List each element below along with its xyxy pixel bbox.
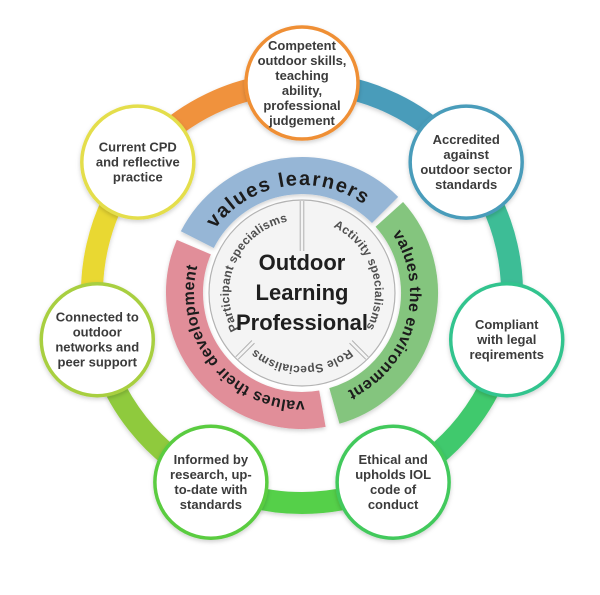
divider-line	[349, 342, 367, 360]
node-label-line: research, up-	[170, 467, 252, 482]
node-circle-connected-networks	[39, 281, 156, 398]
node-label-line: standards	[180, 497, 242, 512]
node-circle-competent-skills	[244, 25, 360, 141]
node-label-line: conduct	[368, 497, 419, 512]
node-label-line: Accredited	[433, 132, 500, 147]
ring-segment-0	[180, 157, 399, 249]
node-circle-compliant-legal	[448, 281, 565, 398]
node-label-line: outdoor sector	[420, 162, 512, 177]
node-label-line: outdoor skills,	[258, 53, 347, 68]
divider-line	[237, 342, 255, 360]
ring-segment-1	[328, 202, 438, 424]
node-label-line: networks and	[55, 340, 139, 355]
node-label-line: teaching	[275, 68, 329, 83]
inner-circle	[208, 199, 396, 387]
node-label-line: and reflective	[96, 155, 180, 170]
node-circle-accredited-standards	[408, 104, 524, 220]
node-circle-informed-by-research	[153, 424, 269, 540]
node-label-line: Current CPD	[99, 140, 177, 155]
divider-line	[235, 340, 253, 358]
center-title-line: Outdoor	[259, 250, 346, 275]
node-label-line: Connected to	[56, 310, 139, 325]
node-label-line: reqirements	[470, 347, 544, 362]
node-circle-ethical-iol-conduct	[335, 424, 451, 540]
node-label-line: peer support	[58, 355, 138, 370]
node-label-line: Ethical and	[358, 452, 427, 467]
node-label-line: Compliant	[475, 317, 539, 332]
node-label-line: outdoor	[73, 325, 122, 340]
node-label-line: to-date with	[174, 482, 247, 497]
node-label-line: practice	[113, 170, 163, 185]
node-label-line: code of	[370, 482, 417, 497]
node-label-line: with legal	[476, 332, 536, 347]
center-title-line: Learning	[256, 280, 349, 305]
ring-segment-2	[166, 239, 326, 429]
node-label-line: upholds IOL	[355, 467, 431, 482]
node-label-line: Competent	[268, 38, 337, 53]
node-label-line: Informed by	[174, 452, 249, 467]
node-label-line: ability,	[282, 83, 322, 98]
node-label-line: against	[443, 147, 489, 162]
divider-line	[351, 340, 369, 358]
node-label-line: judgement	[268, 113, 335, 128]
node-label-line: standards	[435, 177, 497, 192]
node-label-line: professional	[263, 98, 340, 113]
center-title-line: Professional	[236, 310, 368, 335]
sector-dividers	[235, 201, 369, 360]
node-circle-current-cpd	[80, 104, 196, 220]
